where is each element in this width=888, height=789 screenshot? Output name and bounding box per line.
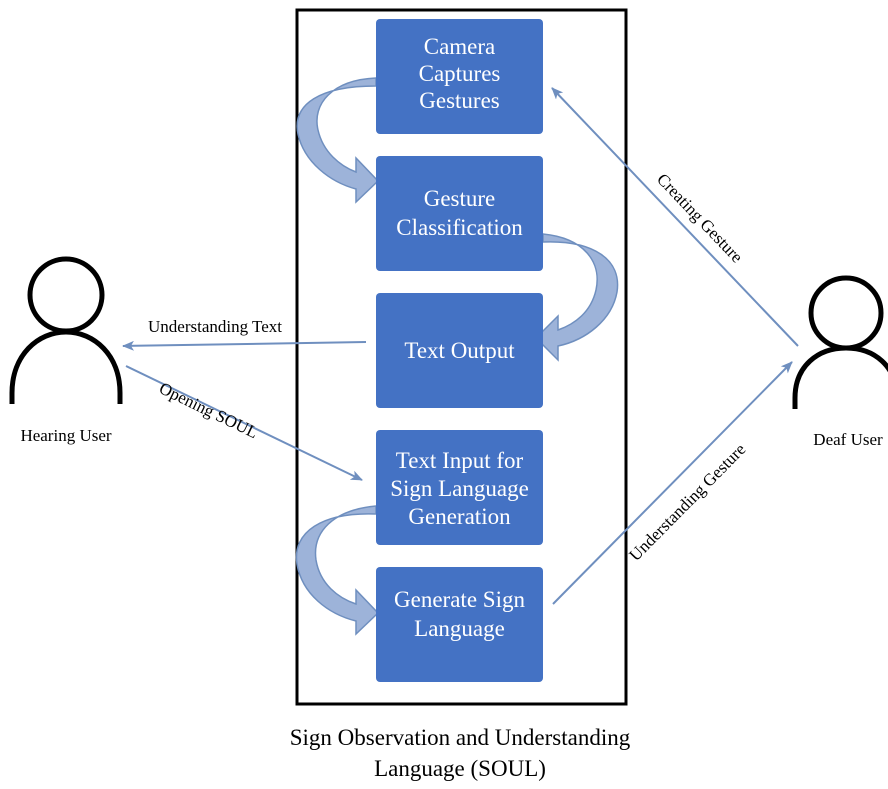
edge-label-understanding-gesture: Understanding Gesture	[625, 440, 749, 565]
step-camera-captures-gestures: Camera Captures Gestures	[376, 19, 543, 134]
edge-label-creating-gesture: Creating Gesture	[653, 170, 747, 267]
step-label-line: Gesture	[424, 186, 496, 211]
step-text-input-for-sign-language-generation: Text Input for Sign Language Generation	[376, 430, 543, 545]
step-label-line: Generation	[408, 504, 511, 529]
step-label-line: Camera	[424, 34, 496, 59]
deaf-user-person-icon	[792, 275, 888, 409]
arrow-deaf-user-to-camera	[551, 87, 799, 347]
arrow-generate-to-deaf-user	[552, 361, 793, 605]
system-boundary	[295, 8, 628, 706]
step-gesture-classification: Gesture Classification	[376, 156, 543, 271]
caption-line-2: Language (SOUL)	[374, 756, 546, 781]
step-label-line: Gestures	[419, 88, 500, 113]
arrow-text-output-to-hearing-user	[122, 340, 367, 351]
step-label-line: Text Input for	[396, 448, 524, 473]
edge-label-opening-soul: Opening SOUL	[156, 378, 261, 442]
curved-arrow-capture-to-classification	[296, 77, 380, 204]
step-label-line: Captures	[419, 61, 501, 86]
step-label-line: Language	[414, 616, 505, 641]
curved-arrow-input-to-generate	[295, 505, 380, 636]
arrow-hearing-user-to-text-input	[125, 365, 363, 481]
caption-line-1: Sign Observation and Understanding	[290, 725, 631, 750]
step-generate-sign-language: Generate Sign Language	[376, 567, 543, 682]
step-label-line: Sign Language	[390, 476, 529, 501]
hearing-user-label: Hearing User	[20, 426, 111, 445]
curved-arrow-classification-to-output	[534, 233, 619, 362]
hearing-user-person-icon	[9, 256, 123, 404]
deaf-user-label: Deaf User	[813, 430, 883, 449]
step-label-line: Generate Sign	[394, 587, 525, 612]
step-label-line: Classification	[396, 215, 523, 240]
step-text-output: Text Output	[376, 293, 543, 408]
step-label-line: Text Output	[404, 338, 515, 363]
edge-label-understanding-text: Understanding Text	[148, 317, 282, 336]
